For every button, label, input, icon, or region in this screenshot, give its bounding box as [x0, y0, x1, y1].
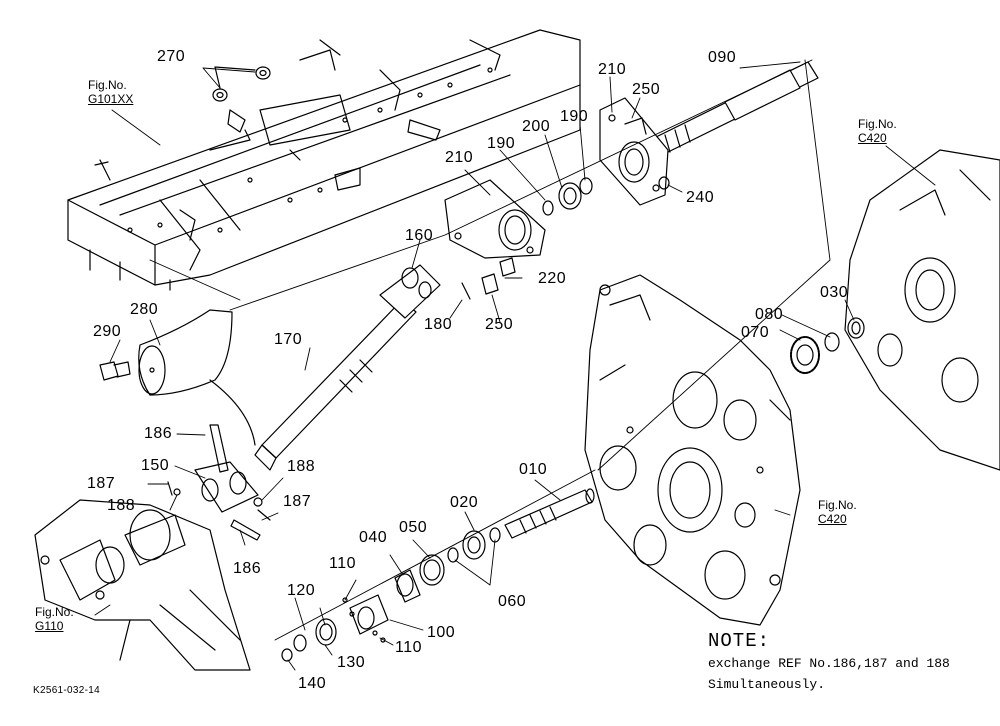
note-line-1: exchange REF No.186,187 and 188 — [708, 656, 950, 671]
label-110-upper: 110 — [329, 555, 357, 572]
gearcase-c420 — [584, 274, 801, 626]
note-title: NOTE: — [708, 630, 771, 652]
label-187-right: 187 — [283, 493, 312, 510]
housing-c420-right — [844, 149, 1000, 471]
bearing-stack-upper — [542, 177, 593, 216]
label-186-upper: 186 — [144, 425, 173, 442]
figref-c420-lower-code: C420 — [818, 512, 847, 526]
figref-g101xx-prefix: Fig.No. — [88, 78, 127, 92]
part-270-nuts — [212, 66, 271, 102]
part-210-plate-front — [444, 179, 546, 259]
label-240: 240 — [686, 189, 715, 206]
label-060: 060 — [498, 593, 527, 610]
figref-g101xx: Fig.No. G101XX — [88, 78, 133, 106]
label-150: 150 — [141, 457, 170, 474]
figref-c420-lower-prefix: Fig.No. — [818, 498, 857, 512]
label-220: 220 — [538, 270, 567, 287]
label-200: 200 — [522, 118, 551, 135]
label-140: 140 — [298, 675, 327, 692]
part-280-cover — [138, 309, 256, 446]
label-110-lower: 110 — [395, 639, 423, 656]
figref-g110: Fig.No. G110 — [35, 605, 74, 633]
label-187-left: 187 — [87, 475, 116, 492]
label-100: 100 — [427, 624, 456, 641]
part-290-bolt — [99, 361, 131, 381]
label-188-right: 188 — [287, 458, 316, 475]
figref-g110-prefix: Fig.No. — [35, 605, 74, 619]
label-290: 290 — [93, 323, 122, 340]
figref-c420-upper: Fig.No. C420 — [858, 117, 897, 145]
label-186-lower: 186 — [233, 560, 262, 577]
label-120: 120 — [287, 582, 316, 599]
part-210-plate-rear — [599, 97, 670, 206]
figref-c420-lower: Fig.No. C420 — [818, 498, 857, 526]
label-040: 040 — [359, 529, 388, 546]
part-170-driveshaft — [254, 264, 441, 471]
label-130: 130 — [337, 654, 366, 671]
label-010: 010 — [519, 461, 548, 478]
label-250-upper: 250 — [632, 81, 661, 98]
part-090-shaft — [649, 61, 819, 158]
label-030: 030 — [820, 284, 849, 301]
label-188-left: 188 — [107, 497, 136, 514]
leader-lines — [94, 59, 936, 671]
label-170: 170 — [274, 331, 303, 348]
figref-c420-upper-prefix: Fig.No. — [858, 117, 897, 131]
part-150-ujoint — [167, 424, 271, 541]
housing-g110 — [34, 499, 251, 671]
label-020: 020 — [450, 494, 479, 511]
label-210-front: 210 — [445, 149, 474, 166]
label-190-right: 190 — [560, 108, 589, 125]
part-010-shaft — [504, 488, 595, 539]
label-280: 280 — [130, 301, 159, 318]
label-080: 080 — [755, 306, 784, 323]
gear-070-group — [790, 317, 865, 374]
bearing-stack-lower — [281, 527, 501, 662]
label-090: 090 — [708, 49, 737, 66]
note-line-2: Simultaneously. — [708, 677, 826, 692]
label-050: 050 — [399, 519, 428, 536]
figref-g101xx-code: G101XX — [88, 92, 134, 106]
label-250-lower: 250 — [485, 316, 514, 333]
label-070: 070 — [741, 324, 770, 341]
label-210-rear: 210 — [598, 61, 627, 78]
label-270: 270 — [157, 48, 186, 65]
label-180: 180 — [424, 316, 453, 333]
frame-assembly — [67, 29, 581, 291]
label-190-left: 190 — [487, 135, 516, 152]
drawing-code: K2561-032-14 — [33, 685, 100, 696]
figref-c420-upper-code: C420 — [858, 131, 887, 145]
label-160: 160 — [405, 227, 434, 244]
bolts-220-250 — [461, 257, 516, 300]
figref-g110-code: G110 — [35, 619, 64, 633]
